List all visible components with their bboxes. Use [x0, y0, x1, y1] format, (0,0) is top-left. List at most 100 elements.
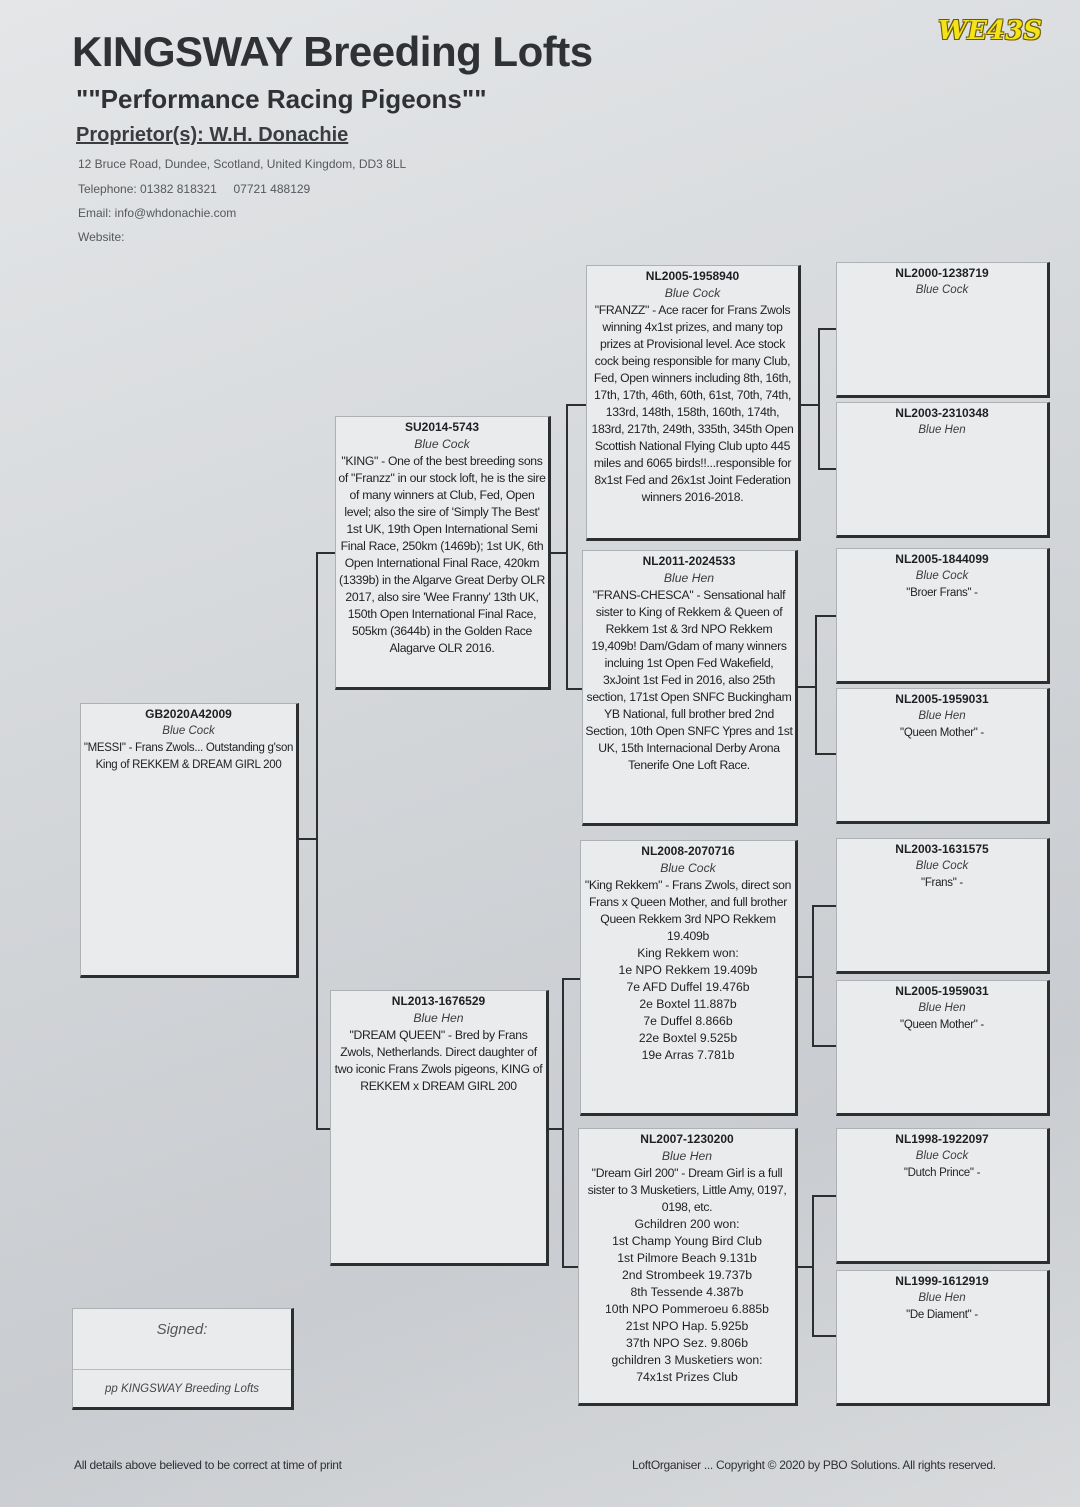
ring-number: NL2003-1631575 — [895, 842, 989, 856]
description: "DREAM QUEEN" - Bred by Frans Zwols, Net… — [334, 1028, 543, 1093]
result-line: 2nd Strombeek 19.737b — [621, 1268, 753, 1282]
pigeon-card-subject: GB2020A42009 Blue Cock "MESSI" - Frans Z… — [80, 703, 299, 978]
connector — [815, 753, 836, 755]
connector — [562, 978, 564, 1268]
ring-number: GB2020A42009 — [145, 707, 232, 721]
description: "Dream Girl 200" - Dream Girl is a full … — [587, 1166, 787, 1214]
colour-sex: Blue Cock — [660, 861, 716, 875]
signed-label: Signed: — [156, 1321, 208, 1338]
connector — [815, 615, 817, 755]
pigeon-card-dam-dam: NL2007-1230200 Blue Hen "Dream Girl 200"… — [578, 1128, 798, 1406]
ring-number: NL2003-2310348 — [895, 406, 989, 420]
connector — [812, 1195, 836, 1197]
connector — [566, 404, 586, 406]
connector — [812, 905, 836, 907]
signed-by: pp KINGSWAY Breeding Lofts — [104, 1383, 260, 1395]
pigeon-card-dam: NL2013-1676529 Blue Hen "DREAM QUEEN" - … — [330, 990, 549, 1266]
connector — [797, 1266, 812, 1268]
pigeon-name: "Dutch Prince" - — [903, 1167, 981, 1179]
pigeon-card-sire-sire: NL2005-1958940 Blue Cock "FRANZZ" - Ace … — [586, 265, 801, 541]
result-line: 19e Arras 7.781b — [641, 1048, 735, 1062]
connector — [800, 404, 818, 406]
connector — [797, 976, 812, 978]
ring-number: NL2005-1959031 — [895, 984, 989, 998]
result-line: 21st NPO Hap. 5.925b — [625, 1319, 749, 1333]
colour-sex: Blue Cock — [162, 725, 215, 737]
pigeon-card-sire: SU2014-5743 Blue Cock "KING" - One of th… — [335, 416, 551, 690]
connector — [797, 686, 815, 688]
pigeon-name: "Queen Mother" - — [900, 727, 984, 739]
result-line: 7e Duffel 8.866b — [643, 1014, 733, 1028]
connector — [562, 978, 580, 980]
ring-number: NL2007-1230200 — [640, 1132, 734, 1146]
colour-sex: Blue Cock — [664, 286, 721, 300]
ring-number: NL1999-1612919 — [895, 1274, 989, 1288]
connector — [316, 552, 335, 554]
colour-sex: Blue Hen — [918, 710, 966, 722]
colour-sex: Blue Cock — [915, 1150, 969, 1162]
ring-code-badge: WE43S — [938, 16, 1042, 46]
result-line: 2e Boxtel 11.887b — [639, 997, 737, 1011]
connector — [812, 1195, 814, 1337]
disclaimer: All details above believed to be correct… — [74, 1458, 342, 1472]
website: Website: — [78, 230, 125, 244]
colour-sex: Blue Hen — [413, 1011, 464, 1025]
colour-sex: Blue Hen — [661, 1149, 713, 1163]
result-line: 1e NPO Rekkem 19.409b — [618, 963, 758, 977]
ring-number: NL2005-1959031 — [895, 692, 989, 706]
ring-number: NL2011-2024533 — [642, 554, 736, 568]
connector — [316, 1128, 330, 1130]
colour-sex: Blue Cock — [414, 437, 470, 451]
results-title: King Rekkem won: — [637, 946, 739, 960]
signature-box: Signed: pp KINGSWAY Breeding Lofts — [72, 1308, 294, 1410]
pigeon-name: "Queen Mother" - — [900, 1019, 984, 1031]
description: "FRANZZ" - Ace racer for Frans Zwols win… — [591, 303, 794, 504]
ring-number: NL2005-1844099 — [895, 552, 989, 566]
ring-number: NL2013-1676529 — [391, 994, 486, 1008]
ring-number: SU2014-5743 — [404, 420, 480, 434]
colour-sex: Blue Cock — [915, 860, 969, 872]
connector — [550, 552, 566, 554]
pigeon-card-sire-dam: NL2011-2024533 Blue Hen "FRANS-CHESCA" -… — [582, 550, 798, 826]
loft-subtitle: ""Performance Racing Pigeons"" — [76, 84, 487, 114]
ring-number: NL2008-2070716 — [641, 844, 735, 858]
result-line: 10th NPO Pommeroeu 6.885b — [605, 1302, 769, 1316]
description: "FRANS-CHESCA" - Sensational half sister… — [585, 588, 793, 772]
result-line: 8th Tessende 4.387b — [630, 1285, 744, 1299]
result-line: 74x1st Prizes Club — [636, 1370, 738, 1384]
ring-number: NL2005-1958940 — [645, 269, 740, 283]
pigeon-card-dam-sire: NL2008-2070716 Blue Cock "King Rekkem" -… — [580, 840, 798, 1116]
colour-sex: Blue Cock — [915, 284, 969, 296]
result-line: 37th NPO Sez. 9.806b — [626, 1336, 748, 1350]
result-line: gchildren 3 Musketiers won: — [611, 1353, 763, 1367]
colour-sex: Blue Hen — [918, 1292, 966, 1304]
pigeon-name: "Broer Frans" - — [906, 587, 978, 599]
description: "King Rekkem" - Frans Zwols, direct son … — [584, 878, 792, 943]
connector — [812, 1335, 836, 1337]
connector — [566, 688, 582, 690]
ring-number: NL2000-1238719 — [895, 266, 989, 280]
telephone: Telephone: 01382 818321 07721 488129 — [78, 182, 311, 196]
loft-title: KINGSWAY Breeding Lofts — [72, 28, 593, 75]
connector — [818, 328, 820, 470]
colour-sex: Blue Hen — [918, 424, 966, 436]
result-line: 1st Pilmore Beach 9.131b — [617, 1251, 757, 1265]
connector — [812, 905, 814, 1047]
colour-sex: Blue Hen — [663, 571, 715, 585]
description: "KING" - One of the best breeding sons o… — [338, 454, 546, 655]
connector — [818, 328, 836, 330]
pigeon-name: "De Diament" - — [906, 1309, 978, 1321]
connector — [298, 838, 316, 840]
pigeon-name: "Frans" - — [921, 877, 963, 889]
connector — [562, 1266, 578, 1268]
connector — [316, 552, 318, 1130]
